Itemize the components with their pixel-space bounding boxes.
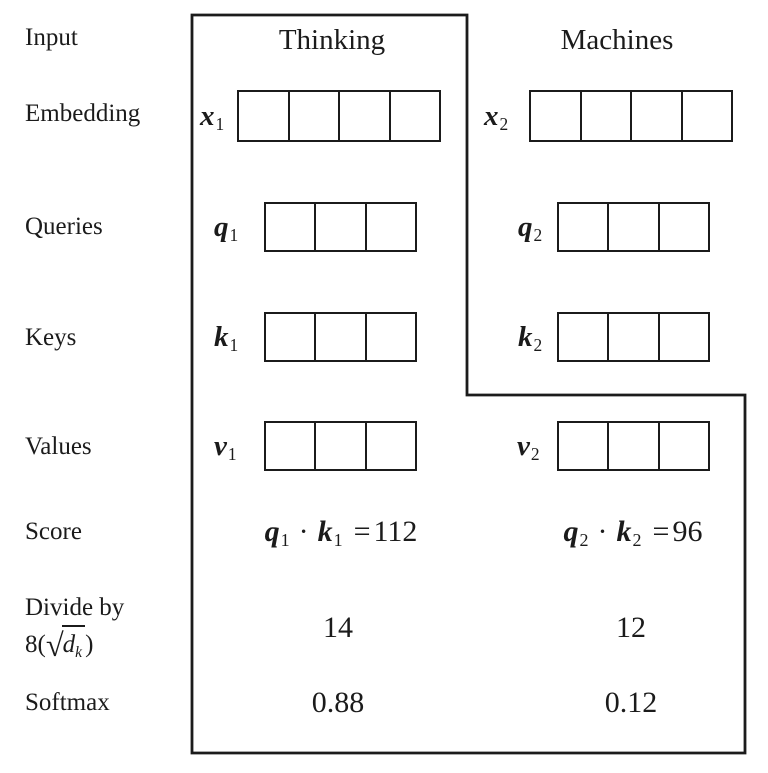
column-header-machines: Machines <box>560 24 674 56</box>
vector-cell <box>367 204 415 250</box>
vector-cell <box>559 314 610 360</box>
vector-cell <box>559 204 610 250</box>
dot-operator-icon: · <box>298 515 309 548</box>
key-vector-machines <box>557 312 710 362</box>
vector-label-q2: q2 <box>518 210 542 247</box>
vector-label-k1: k1 <box>214 320 238 357</box>
radicand-dk: dk <box>61 625 86 665</box>
vector-cell <box>559 423 610 469</box>
divide-value-thinking: 14 <box>323 611 353 644</box>
softmax-value-machines: 0.12 <box>604 686 658 719</box>
subscript-v2: 2 <box>530 443 540 464</box>
score2-q: q <box>563 515 579 548</box>
vector-label-x1: x1 <box>200 99 224 136</box>
row-label-score: Score <box>25 518 82 545</box>
score-formula-thinking: q1·k1=112 <box>241 512 441 555</box>
score2-value: 96 <box>672 515 703 548</box>
subscript-k1: 1 <box>229 334 239 355</box>
symbol-x1: x <box>200 100 215 132</box>
vector-cell <box>266 423 317 469</box>
vector-cell <box>266 314 317 360</box>
embedding-vector-machines <box>529 90 733 142</box>
subscript-k2: 2 <box>533 334 543 355</box>
score2-equals: = <box>652 515 670 548</box>
vector-cell <box>239 92 290 140</box>
row-label-softmax: Softmax <box>25 689 110 716</box>
value-vector-machines <box>557 421 710 471</box>
subscript-x2: 2 <box>499 113 509 134</box>
divide-var-sub-k: k <box>75 643 83 661</box>
vector-label-x2: x2 <box>484 99 508 136</box>
vector-cell <box>316 423 367 469</box>
value-vector-thinking <box>264 421 417 471</box>
row-label-values: Values <box>25 433 92 460</box>
row-label-divide: Divide by 8(√dk) <box>25 590 124 665</box>
score1-k: k <box>317 515 333 548</box>
divide-var-d: d <box>62 631 76 658</box>
row-label-embedding: Embedding <box>25 100 141 127</box>
divide-label-line1: Divide by <box>25 594 125 621</box>
step-border-path <box>190 13 747 755</box>
embedding-vector-thinking <box>237 90 441 142</box>
subscript-q1: 1 <box>229 224 239 245</box>
key-vector-thinking <box>264 312 417 362</box>
vector-cell <box>340 92 391 140</box>
vector-cell <box>683 92 732 140</box>
vector-cell <box>367 314 415 360</box>
vector-label-v1: v1 <box>214 429 237 466</box>
symbol-q1: q <box>214 211 229 243</box>
vector-cell <box>531 92 582 140</box>
score1-equals: = <box>353 515 371 548</box>
softmax-value-thinking: 0.88 <box>311 686 365 719</box>
divide-prefix: 8( <box>25 631 46 658</box>
vector-cell <box>660 423 708 469</box>
column-header-thinking: Thinking <box>278 24 386 56</box>
subscript-x1: 1 <box>215 113 225 134</box>
query-vector-thinking <box>264 202 417 252</box>
score1-k-sub: 1 <box>333 530 343 551</box>
square-root-icon: √ <box>45 627 64 664</box>
row-label-keys: Keys <box>25 324 77 351</box>
query-vector-machines <box>557 202 710 252</box>
vector-cell <box>609 423 660 469</box>
subscript-q2: 2 <box>533 224 543 245</box>
vector-cell <box>290 92 340 140</box>
dot-operator-icon: · <box>597 515 608 548</box>
vector-label-v2: v2 <box>517 429 540 466</box>
score2-k-sub: 2 <box>632 530 642 551</box>
score2-q-sub: 2 <box>579 530 589 551</box>
row-label-queries: Queries <box>25 213 103 240</box>
vector-cell <box>609 204 660 250</box>
symbol-q2: q <box>518 211 533 243</box>
vector-cell <box>632 92 683 140</box>
vector-cell <box>391 92 440 140</box>
divide-close-paren: ) <box>85 631 94 658</box>
symbol-x2: x <box>484 100 499 132</box>
symbol-v2: v <box>517 430 530 462</box>
vector-cell <box>609 314 660 360</box>
symbol-k1: k <box>214 321 229 353</box>
vector-cell <box>367 423 415 469</box>
symbol-k2: k <box>518 321 533 353</box>
score1-q: q <box>264 515 280 548</box>
score2-k: k <box>616 515 632 548</box>
subscript-v1: 1 <box>227 443 237 464</box>
divide-value-machines: 12 <box>616 611 646 644</box>
vector-cell <box>316 204 367 250</box>
score1-q-sub: 1 <box>280 530 290 551</box>
vector-cell <box>660 314 708 360</box>
vector-cell <box>582 92 632 140</box>
vector-cell <box>266 204 317 250</box>
vector-cell <box>316 314 367 360</box>
score-formula-machines: q2·k2=96 <box>533 512 733 555</box>
score1-value: 112 <box>373 515 418 548</box>
vector-cell <box>660 204 708 250</box>
vector-label-q1: q1 <box>214 210 238 247</box>
divide-label-line2: 8(√dk) <box>25 625 124 665</box>
symbol-v1: v <box>214 430 227 462</box>
vector-label-k2: k2 <box>518 320 542 357</box>
row-label-input: Input <box>25 24 78 51</box>
